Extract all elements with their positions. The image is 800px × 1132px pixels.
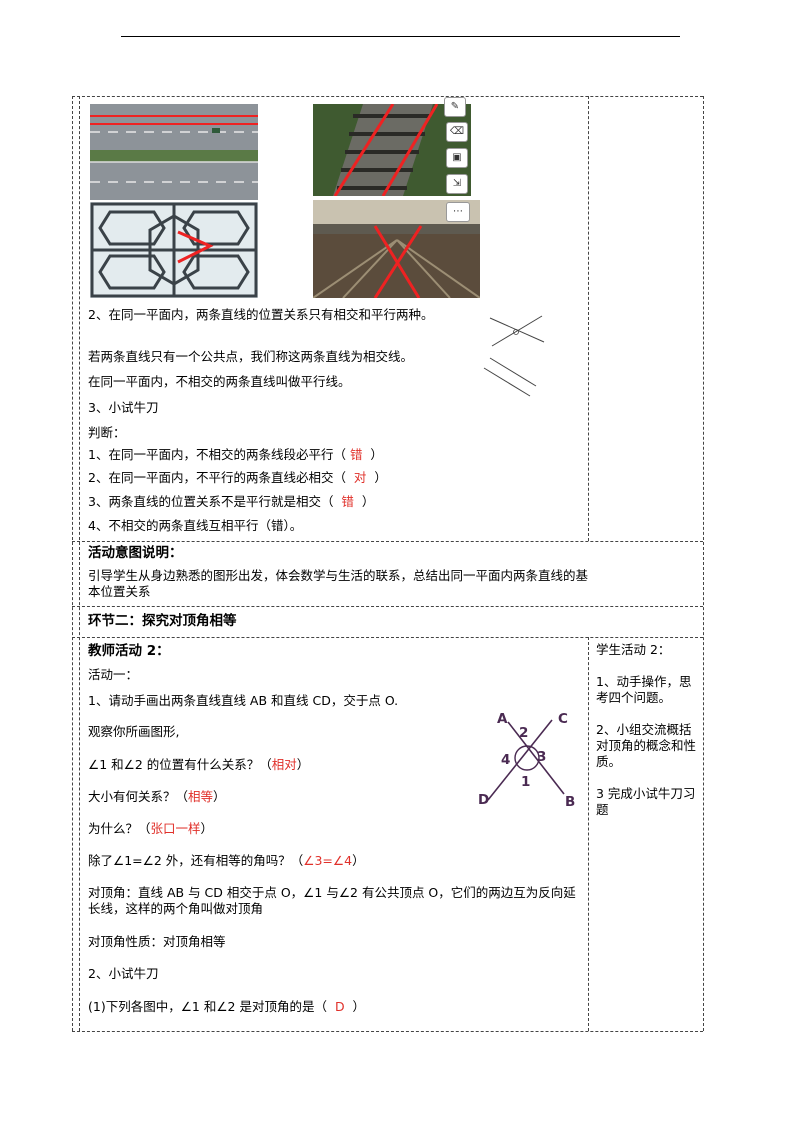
question-why: 为什么？（张口一样） — [88, 821, 214, 836]
student-step-1: 1、动手操作，思考四个问题。 — [596, 674, 692, 705]
student-step-3: 3 完成小试牛刀习题 — [596, 786, 696, 817]
question-other-equal: 除了∠1=∠2 外，还有相等的角吗？（∠3=∠4） — [88, 853, 365, 868]
student-heading: 学生活动 2： — [596, 642, 671, 657]
section2-heading: 环节二：探究对顶角相等 — [88, 613, 237, 629]
table-right-border — [703, 96, 704, 1031]
question-position: ∠1 和∠2 的位置有什么关系？（相对） — [88, 757, 310, 772]
point-a-label: A — [497, 711, 508, 727]
col-divider-top — [588, 96, 589, 541]
row-divider-3 — [72, 637, 703, 638]
practice-heading: 3、小试牛刀 — [88, 400, 159, 415]
activity-one-label: 活动一： — [88, 667, 139, 682]
observe-prompt: 观察你所画图形, — [88, 724, 180, 739]
answer-1: 错 — [349, 447, 363, 462]
angle-2-label: 2 — [519, 725, 529, 741]
judge-label: 判断： — [88, 425, 126, 440]
row-divider-1 — [72, 541, 703, 542]
answer-why: 张口一样 — [150, 821, 201, 836]
judge-question-4: 4、不相交的两条直线互相平行（错）。 — [88, 518, 303, 533]
intent-heading: 活动意图说明： — [88, 545, 183, 561]
vertical-angle-property: 对顶角性质：对顶角相等 — [88, 934, 226, 949]
answer-2: 对 — [353, 470, 367, 485]
answer-position: 相对 — [271, 757, 297, 772]
intent-body: 引导学生从身边熟悉的图形出发，体会数学与生活的联系，总结出同一平面内两条直线的基… — [88, 568, 589, 599]
angle-3-label: 3 — [537, 749, 547, 765]
table-bottom-border — [72, 1031, 703, 1032]
eraser-tool-icon[interactable]: ⌫ — [446, 122, 468, 142]
table-top-border — [72, 96, 703, 97]
practice-heading-2: 2、小试牛刀 — [88, 966, 159, 981]
answer-3: 错 — [341, 494, 354, 509]
crossing-tracks-photo — [313, 200, 480, 298]
row-divider-2 — [72, 606, 703, 607]
answer-practice-1: D — [334, 999, 345, 1014]
export-tool-icon[interactable]: ⇲ — [446, 174, 468, 194]
pen-tool-icon[interactable]: ✎ — [444, 97, 466, 117]
point-d-label: D — [478, 792, 490, 808]
judge-question-2: 2、在同一平面内，不平行的两条直线必相交（ 对 ） — [88, 470, 387, 485]
lattice-window-photo — [90, 202, 258, 298]
more-options-icon[interactable]: ⋯ — [446, 202, 470, 222]
practice-question-1: (1)下列各图中，∠1 和∠2 是对顶角的是（ D ） — [88, 999, 366, 1014]
point-b-label: B — [565, 794, 576, 810]
teacher-heading: 教师活动 2： — [88, 643, 170, 659]
answer-other-equal: ∠3=∠4 — [303, 853, 353, 868]
judge-question-1: 1、在同一平面内，不相交的两条线段必平行（ 错 ） — [88, 447, 383, 462]
answer-size: 相等 — [188, 789, 214, 804]
intersecting-definition: 若两条直线只有一个公共点，我们称这两条直线为相交线。 — [88, 349, 414, 364]
vertical-angle-definition: 对顶角：直线 AB 与 CD 相交于点 O，∠1 与∠2 有公共顶点 O，它们的… — [88, 885, 576, 916]
screen-tool-icon[interactable]: ▣ — [446, 148, 468, 168]
question-size: 大小有何关系？（相等） — [88, 789, 226, 804]
railroad-photo — [313, 104, 471, 196]
angle-1-label: 1 — [521, 774, 531, 790]
road-photo — [90, 104, 258, 200]
line-positions-diagram — [483, 315, 545, 397]
table-inner-left-border — [79, 96, 80, 1031]
draw-lines-instruction: 1、请动手画出两条直线直线 AB 和直线 CD，交于点 O. — [88, 693, 399, 708]
angle-4-label: 4 — [501, 752, 511, 768]
point-c-label: C — [558, 711, 568, 727]
judge-question-3: 3、两条直线的位置关系不是平行就是相交（ 错 ） — [88, 494, 375, 509]
table-left-border — [72, 96, 73, 1031]
student-step-2: 2、小组交流概括对顶角的概念和性质。 — [596, 722, 697, 769]
positions-statement: 2、在同一平面内，两条直线的位置关系只有相交和平行两种。 — [88, 307, 434, 322]
col-divider-bottom — [588, 637, 589, 1031]
header-rule — [121, 36, 680, 37]
vertical-angles-diagram: A C D B 2 4 3 1 — [470, 708, 578, 812]
parallel-definition: 在同一平面内，不相交的两条直线叫做平行线。 — [88, 374, 351, 389]
